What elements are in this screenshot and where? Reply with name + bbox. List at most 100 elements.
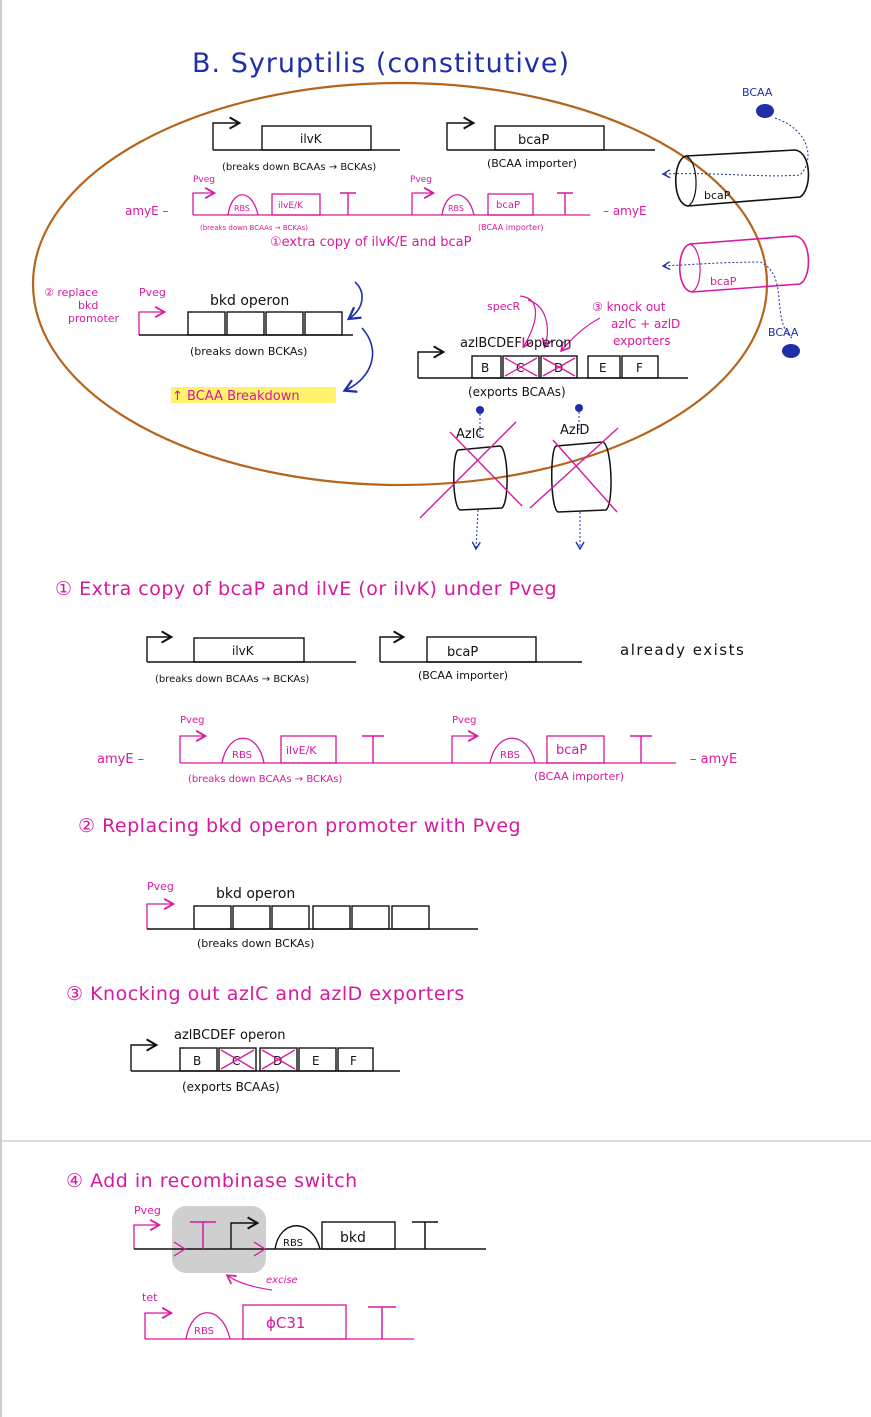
section1-ilvk-label: ilvK bbox=[232, 644, 255, 658]
section4-rbs: RBS bbox=[283, 1238, 303, 1249]
breakdown-highlight bbox=[171, 387, 336, 403]
top-specr: specR bbox=[487, 300, 521, 313]
section1-native-bcap: bcaP (BCAA importer) bbox=[379, 630, 582, 682]
section3-azl-operon: azlBCDEF operon B C D E F (exports BCAAs… bbox=[130, 1028, 400, 1094]
top-small-caption-2: (BCAA importer) bbox=[478, 223, 544, 232]
section4-excise: excise bbox=[266, 1275, 298, 1286]
section1-amye-right: – amyE bbox=[690, 752, 737, 767]
top-note-3: ③ knock out azlC + azlD exporters bbox=[592, 300, 680, 348]
section1-bcap-caption: (BCAA importer) bbox=[418, 669, 508, 682]
top-pveg-bkd: Pveg bbox=[139, 286, 166, 299]
section2-bkd-operon: Pveg bkd operon (breaks down BCKAs) bbox=[146, 880, 478, 950]
bkd-curve-arrow-2 bbox=[342, 327, 374, 393]
top-note-2-line-1: ② replace bbox=[44, 286, 98, 299]
bcap-importer-1 bbox=[675, 149, 810, 207]
top-bkd-operon-label: bkd operon bbox=[210, 293, 289, 309]
top-note-2-line-2: bkd bbox=[78, 299, 98, 312]
azlc-label: AzlC bbox=[456, 427, 484, 442]
top-note-3-line-3: exporters bbox=[613, 334, 670, 348]
section1-ilvk-caption: (breaks down BCAAs → BCKAs) bbox=[155, 674, 309, 685]
top-note-2: ② replace bkd promoter bbox=[44, 286, 120, 325]
section2-bkd-caption: (breaks down BCKAs) bbox=[197, 937, 314, 950]
section4-heading: ④ Add in recombinase switch bbox=[66, 1170, 358, 1192]
bcaa-import-path-1 bbox=[661, 117, 809, 179]
section1-ilve-k: ilvE/K bbox=[286, 744, 317, 757]
section2-bkd-operon-label: bkd operon bbox=[216, 886, 295, 902]
top-azl-box-e: E bbox=[599, 361, 607, 375]
section2-pveg: Pveg bbox=[147, 880, 174, 893]
section1-pveg-1: Pveg bbox=[180, 715, 204, 726]
bcap-importer-2 bbox=[679, 235, 810, 293]
section1-bcap-2: bcaP bbox=[556, 743, 587, 758]
bcaa-label-top: BCAA bbox=[742, 86, 773, 99]
section1-pveg-2: Pveg bbox=[452, 715, 476, 726]
section3-azl-caption: (exports BCAAs) bbox=[182, 1080, 280, 1094]
bcaa-label-right: BCAA bbox=[768, 326, 799, 339]
top-azl-operon-label: azlBCDEF operon bbox=[460, 336, 571, 351]
section1-heading: ① Extra copy of bcaP and ilvE (or ilvK) … bbox=[55, 578, 557, 600]
top-pveg-2: Pveg bbox=[410, 175, 432, 185]
top-note-3-line-2: azlC + azlD bbox=[611, 317, 680, 331]
bcaa-import-path-2 bbox=[661, 261, 793, 339]
section2-heading: ② Replacing bkd operon promoter with Pve… bbox=[78, 815, 521, 837]
bcap-protein-2-label: bcaP bbox=[710, 275, 737, 288]
top-rbs-2: RBS bbox=[448, 204, 464, 213]
bcap-protein-1-label: bcaP bbox=[704, 189, 731, 202]
cell-outline bbox=[31, 81, 769, 487]
section3-azl-box-d: D bbox=[273, 1054, 282, 1068]
top-note-2-line-3: promoter bbox=[68, 312, 120, 325]
top-amye-left: amyE – bbox=[125, 204, 169, 218]
top-azl-box-b: B bbox=[481, 361, 489, 375]
top-bcap-small: bcaP bbox=[496, 200, 520, 211]
top-azl-operon: azlBCDEF operon B C D E F (exports BCAAs… bbox=[417, 336, 688, 399]
section1-amye-left: amyE – bbox=[97, 752, 144, 767]
azlc-exporter: AzlC bbox=[419, 406, 523, 551]
top-azl-box-d: D bbox=[554, 361, 563, 375]
section4-rbs-2: RBS bbox=[194, 1326, 214, 1337]
section3-azl-box-f: F bbox=[350, 1054, 357, 1068]
section4-integrase-construct: tet RBS ϕC31 bbox=[142, 1291, 414, 1340]
bcaa-molecule-top bbox=[756, 104, 774, 118]
top-amye-right: – amyE bbox=[603, 204, 647, 218]
section4-tet: tet bbox=[142, 1291, 158, 1304]
top-ilvk-label: ilvK bbox=[300, 132, 323, 146]
azld-label: AzlD bbox=[560, 423, 589, 438]
top-note-3-line-1: ③ knock out bbox=[592, 300, 666, 314]
bcap-importer-2-cap bbox=[689, 243, 701, 293]
excisable-region-shade bbox=[172, 1206, 266, 1273]
page-title: B. Syruptilis (constitutive) bbox=[192, 48, 570, 79]
top-ilvk-caption: (breaks down BCAAs → BCKAs) bbox=[222, 162, 376, 173]
top-bcap-caption: (BCAA importer) bbox=[487, 157, 577, 170]
top-amye-construct: amyE – Pveg RBS ilvE/K Pveg RBS bcaP – a… bbox=[125, 175, 647, 250]
top-ilve-k: ilvE/K bbox=[278, 201, 304, 211]
section1-native-ilvk: ilvK (breaks down BCAAs → BCKAs) bbox=[146, 630, 356, 685]
section1-amye-construct: amyE – Pveg RBS ilvE/K Pveg RBS bcaP – a… bbox=[97, 715, 737, 785]
section4-pveg: Pveg bbox=[134, 1204, 161, 1217]
section1-already-exists: already exists bbox=[620, 641, 745, 659]
top-bcap-label: bcaP bbox=[518, 133, 549, 148]
section3-azl-box-e: E bbox=[312, 1054, 320, 1068]
section1-caption-2: (BCAA importer) bbox=[534, 770, 624, 783]
section3-azl-operon-label: azlBCDEF operon bbox=[174, 1028, 285, 1043]
top-rbs-1: RBS bbox=[234, 204, 250, 213]
section4-phic31: ϕC31 bbox=[266, 1314, 305, 1332]
section1-bcap-label: bcaP bbox=[447, 645, 478, 660]
bcaa-breakdown-label: ↑ BCAA Breakdown bbox=[172, 389, 300, 404]
top-bkd-operon: Pveg bkd operon (breaks down BCKAs) bbox=[138, 286, 353, 358]
top-small-caption-1: (breaks down BCAAs → BCKAs) bbox=[200, 224, 308, 232]
excise-arrow bbox=[225, 1274, 273, 1291]
section4-bkd: bkd bbox=[340, 1230, 366, 1246]
top-pveg-1: Pveg bbox=[193, 175, 215, 185]
bcaa-molecule-right bbox=[782, 344, 800, 358]
bkd-curve-arrow-1 bbox=[346, 281, 363, 321]
top-note-1: ①extra copy of ilvK/E and bcaP bbox=[270, 235, 472, 250]
section4-switch-construct: Pveg RBS bkd bbox=[133, 1204, 486, 1273]
section3-azl-box-b: B bbox=[193, 1054, 201, 1068]
top-azl-caption: (exports BCAAs) bbox=[468, 385, 566, 399]
azld-exporter: AzlD bbox=[529, 404, 619, 551]
bcap-importer-1-cap bbox=[685, 155, 697, 207]
section1-rbs-1: RBS bbox=[232, 750, 252, 761]
top-bkd-caption: (breaks down BCKAs) bbox=[190, 345, 307, 358]
specr-arrow-1 bbox=[519, 295, 537, 349]
